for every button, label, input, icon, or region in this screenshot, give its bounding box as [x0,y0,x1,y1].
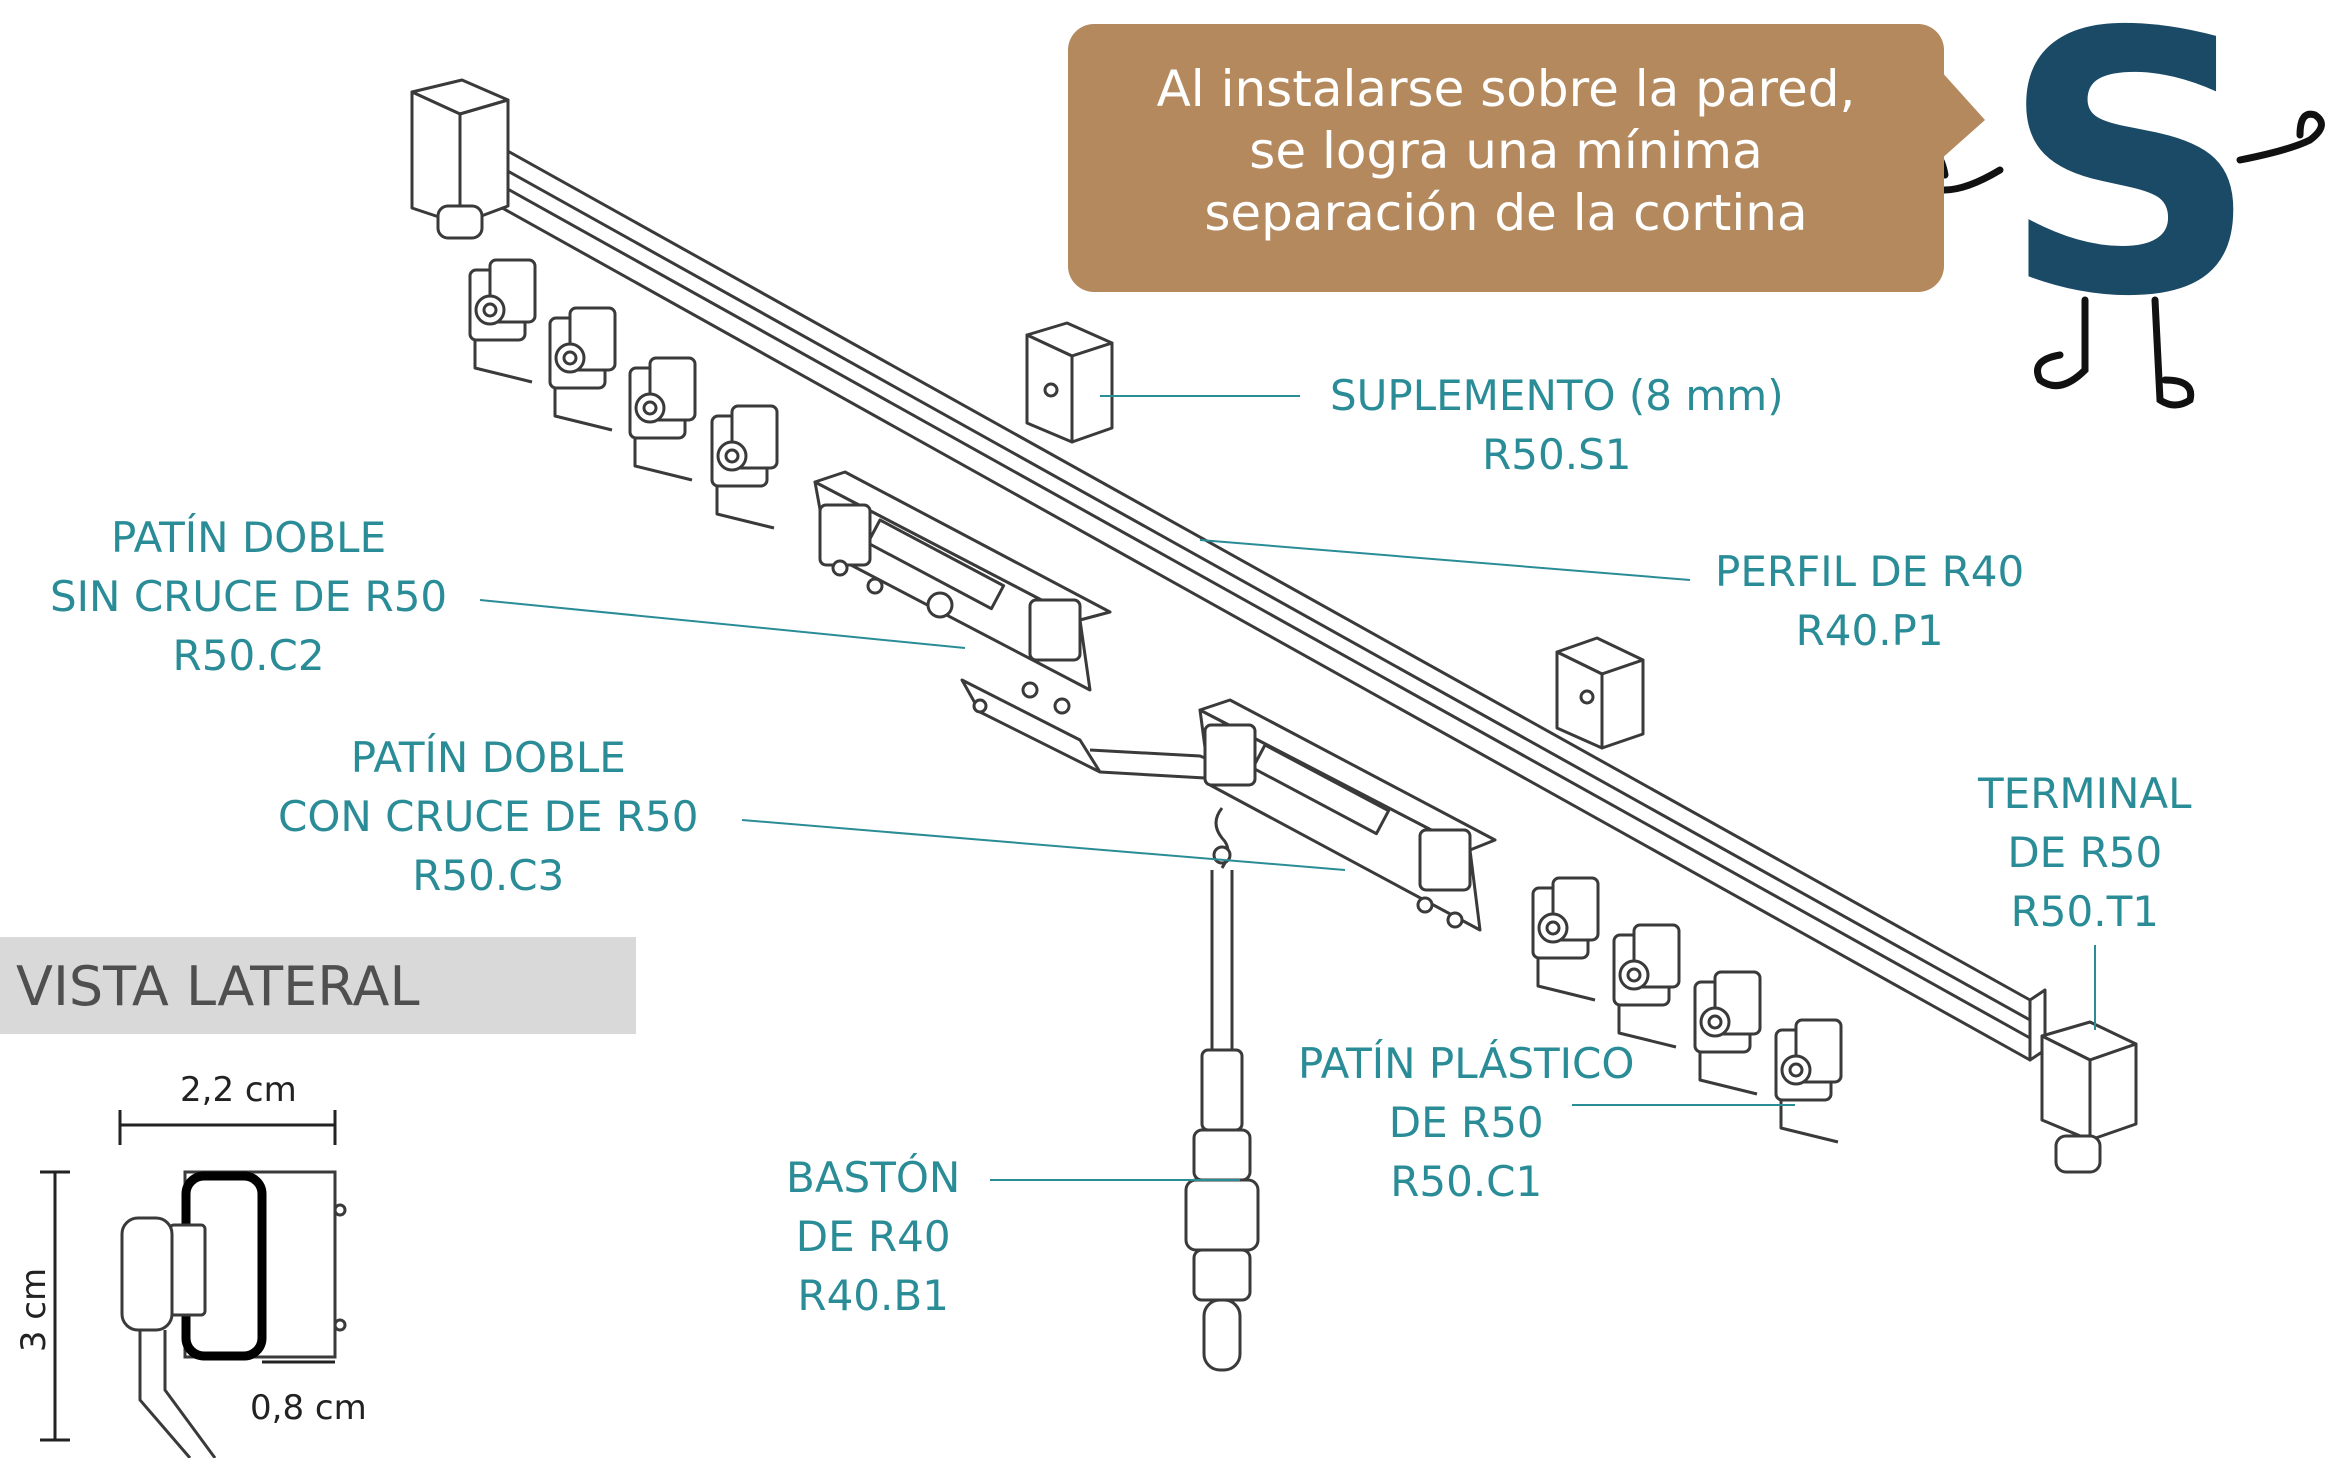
label-suplemento-code: R50.S1 [1482,430,1632,479]
bubble-line-3: separación de la cortina [1204,184,1808,242]
supplement-block-1 [1025,321,1114,444]
side-view-banner: VISTA LATERAL [0,937,636,1034]
label-perfil: PERFIL DE R40 R40.P1 [1715,542,2024,660]
info-speech-bubble: Al instalarse sobre la pared, se logra u… [1068,24,1944,292]
label-patin-con-cruce-line1: PATÍN DOBLE [350,733,626,782]
dimension-depth: 0,8 cm [250,1388,367,1428]
label-suplemento-name: SUPLEMENTO (8 mm) [1330,371,1784,420]
label-suplemento: SUPLEMENTO (8 mm) R50.S1 [1330,366,1784,484]
label-patin-sin-cruce-line1: PATÍN DOBLE [111,513,387,562]
supplement-block-2 [1555,636,1645,750]
double-glider-no-cross [813,470,1112,715]
dimension-height: 3 cm [14,1267,55,1353]
terminal-cap-right [2040,1020,2138,1174]
label-patin-con-cruce-line2: CON CRUCE DE R50 [278,792,699,841]
mascot-letter: S [2000,0,2259,375]
bubble-tail [1940,70,1985,160]
side-view-title: VISTA LATERAL [16,955,420,1018]
rail-end-cap-left [410,78,510,240]
label-patin-plastico-line2: DE R50 [1388,1098,1544,1147]
label-patin-con-cruce: PATÍN DOBLE CON CRUCE DE R50 R50.C3 [278,728,698,905]
bubble-line-2: se logra una mínima [1249,122,1763,180]
label-patin-plastico: PATÍN PLÁSTICO DE R50 R50.C1 [1298,1034,1634,1211]
wand-pole [1184,807,1260,1372]
label-baston-code: R40.B1 [797,1271,949,1320]
label-patin-sin-cruce-code: R50.C2 [172,631,325,680]
label-terminal: TERMINAL DE R50 R50.T1 [1978,764,2192,941]
label-patin-con-cruce-code: R50.C3 [412,851,565,900]
label-patin-plastico-code: R50.C1 [1390,1157,1543,1206]
dimension-width: 2,2 cm [180,1070,297,1110]
connecting-arm [960,678,1241,792]
bubble-line-1: Al instalarse sobre la pared, [1156,60,1856,118]
mascot-s-character: S [1907,0,2325,409]
label-patin-sin-cruce: PATÍN DOBLE SIN CRUCE DE R50 R50.C2 [50,508,447,685]
side-view-profile [40,1110,347,1458]
rail-profile [468,128,2047,1062]
label-perfil-name: PERFIL DE R40 [1715,547,2025,596]
leader-lines [479,395,2096,1181]
label-baston: BASTÓN DE R40 R40.B1 [786,1148,960,1325]
label-baston-line1: BASTÓN [786,1153,961,1202]
label-terminal-code: R50.T1 [2010,887,2159,936]
label-terminal-line1: TERMINAL [1978,769,2192,818]
label-patin-plastico-line1: PATÍN PLÁSTICO [1298,1039,1635,1088]
plastic-gliders-right [1531,876,1843,1144]
label-perfil-code: R40.P1 [1795,606,1944,655]
label-patin-sin-cruce-line2: SIN CRUCE DE R50 [50,572,448,621]
label-baston-line2: DE R40 [795,1212,951,1261]
double-glider-with-cross [1198,698,1497,932]
plastic-gliders-left [468,258,779,530]
label-terminal-line2: DE R50 [2007,828,2163,877]
